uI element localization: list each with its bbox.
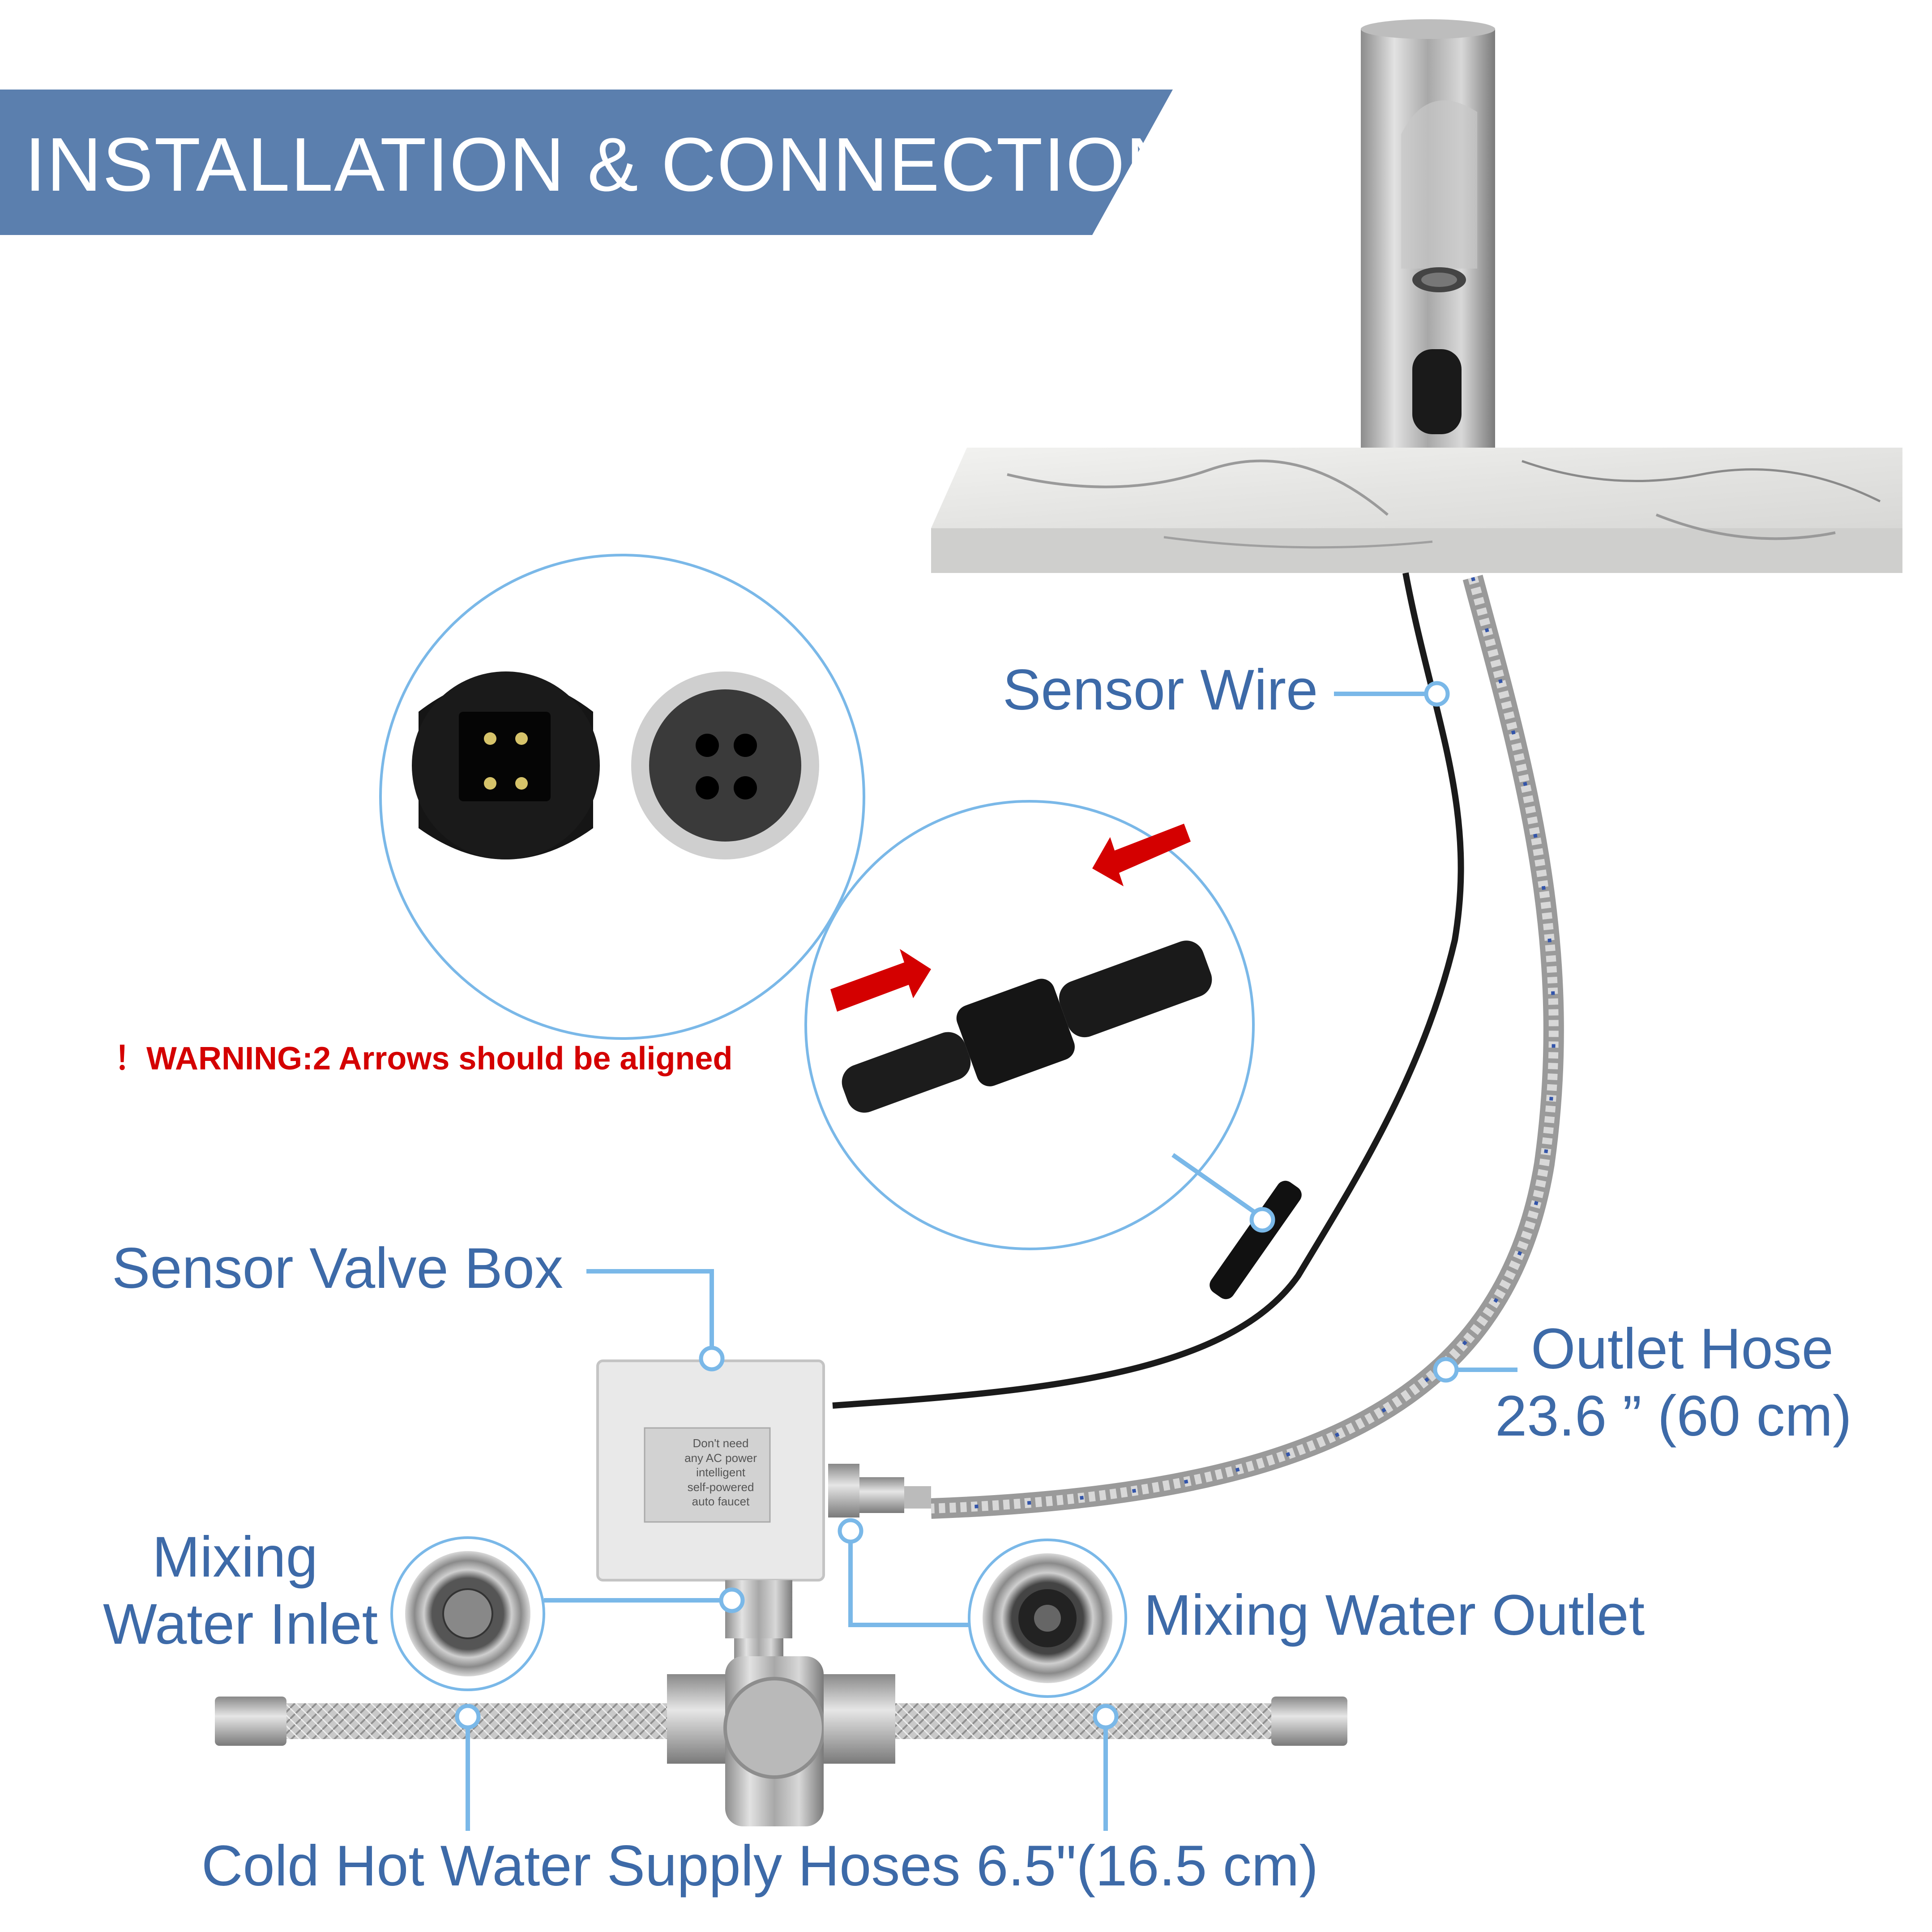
wire-connector [1210,1180,1302,1299]
sensor-wire-dot [1424,681,1450,707]
supply-hoses [215,1656,1347,1826]
outlet-hose-label: Outlet Hose [1531,1317,1834,1381]
sensor-wire [832,572,1464,1409]
mixing-water-outlet-label: Mixing Water Outlet [1144,1583,1645,1647]
mixing-water-inlet-label-1: Mixing [152,1525,318,1589]
sensor-wire-label: Sensor Wire [1003,658,1318,722]
mixing-water-inlet-label-2: Water Inlet [103,1592,378,1656]
sensor-valve-box-label: Sensor Valve Box [112,1236,563,1300]
callout-lines [466,692,1517,1831]
callout-dots [455,681,1459,1730]
faucet-image [1354,19,1502,519]
countertop-image [931,448,1902,573]
valve-box-dot [699,1346,725,1372]
connector-coupling-inset [804,800,1255,1250]
alignment-warning: ！WARNING:2 Arrows should be aligned [114,1041,733,1077]
supply-hoses-label: Cold Hot Water Supply Hoses 6.5"(16.5 cm… [201,1834,1318,1898]
title-banner [0,90,1173,235]
page-title: INSTALLATION & CONNECTION [25,122,1182,207]
connector-dot [1249,1207,1275,1233]
hot-hose-dot [1093,1704,1119,1730]
outlet-hose-dot [1433,1357,1459,1383]
connector-pins-inset [379,554,865,1040]
red-arrow-left [830,949,931,1012]
valve-box-sticker: Don't need any AC power intelligent self… [684,1436,757,1508]
cold-hose-dot [455,1704,481,1730]
red-arrow-right [1092,824,1191,886]
mixing-water-inlet-inset [390,1536,545,1691]
outlet-hose-length: 23.6 ” (60 cm) [1495,1384,1852,1448]
mixing-water-outlet-inset [968,1539,1127,1698]
outlet-dot [838,1518,863,1544]
inlet-dot [719,1587,745,1613]
